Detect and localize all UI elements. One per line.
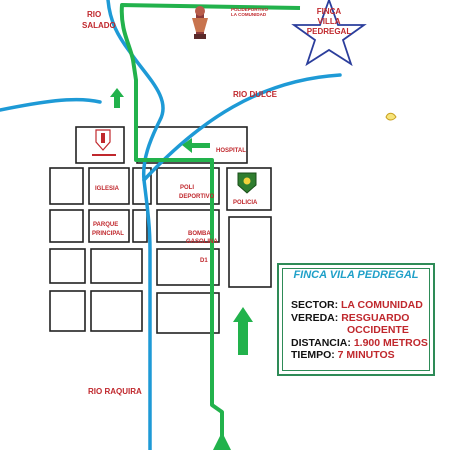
route-arrows xyxy=(110,88,253,450)
finca-label-1: FINCA xyxy=(317,7,342,16)
polideportivo-block-label-2: DEPORTIVO xyxy=(179,194,215,200)
d1-label: D1 xyxy=(200,258,208,264)
arrow-up-left-icon xyxy=(110,88,124,108)
route-line xyxy=(119,3,301,440)
finca-label-2: VILLA xyxy=(317,17,340,26)
sector-label: SECTOR: xyxy=(291,299,339,311)
block-parque xyxy=(88,209,130,243)
block-narrow-2 xyxy=(132,209,148,243)
block-right-3 xyxy=(228,216,272,288)
bomba-label-2: GASOLINA xyxy=(186,239,218,245)
tiempo-value: 7 MINUTOS xyxy=(337,349,395,361)
block-left-2 xyxy=(49,209,84,243)
distancia-label: DISTANCIA: xyxy=(291,337,351,349)
polideportivo-block-label-1: POLI xyxy=(180,185,194,191)
info-row-tiempo: TIEMPO: 7 MINUTOS xyxy=(291,349,395,361)
parque-label-1: PARQUE xyxy=(93,222,118,228)
arrow-up-right-icon xyxy=(233,307,253,355)
block-d1 xyxy=(156,248,220,286)
parque-label-2: PRINCIPAL xyxy=(92,231,124,237)
finca-label-3: PEDREGAL xyxy=(307,27,352,36)
distancia-value: 1.900 METROS xyxy=(353,337,428,349)
arrow-up-bottom-icon xyxy=(213,432,231,450)
arrow-left-icon xyxy=(182,138,210,153)
vereda-value-2: OCCIDENTE xyxy=(347,324,409,336)
block-left-4 xyxy=(49,290,86,332)
vereda-label: VEREDA: xyxy=(291,312,339,324)
polideportivo-label-1: POLIDEPORTIVO xyxy=(231,7,269,12)
leaf-icon xyxy=(385,112,397,121)
info-box: FINCA VILA PEDREGAL SECTOR: LA COMUNIDAD… xyxy=(277,263,435,376)
info-row-vereda: VEREDA: RESGUARDO xyxy=(291,312,409,324)
police-shield-icon xyxy=(237,172,257,194)
church-statue-icon xyxy=(192,6,208,39)
route xyxy=(119,3,301,440)
hospital-label: HOSPITAL xyxy=(216,148,246,154)
tiempo-label: TIEMPO: xyxy=(291,349,335,361)
polideportivo-label-2: LA COMUNIDAD xyxy=(231,12,267,17)
info-row-distancia: DISTANCIA: 1.900 METROS xyxy=(291,337,428,349)
vereda-value: RESGUARDO xyxy=(341,312,410,324)
rio-dulce-label: RIO DULCE xyxy=(233,90,278,99)
rio-salado-label-1: RIO xyxy=(87,10,101,19)
block-left-1 xyxy=(49,167,84,205)
block-d1-below xyxy=(156,292,220,334)
block-left-3 xyxy=(49,248,86,284)
city-blocks xyxy=(49,126,272,334)
block-iglesia xyxy=(88,167,130,205)
info-box-inner-border xyxy=(282,268,430,371)
policia-label: POLICIA xyxy=(233,200,258,206)
crest-icon xyxy=(92,129,116,156)
sector-value: LA COMUNIDAD xyxy=(340,299,423,311)
block-mid-4 xyxy=(90,290,143,332)
rio-salado-label-2: SALADO xyxy=(82,21,116,30)
block-mid-3 xyxy=(90,248,143,284)
block-bomba xyxy=(156,209,220,243)
map-labels: RIO SALADO POLIDEPORTIVO LA COMUNIDAD FI… xyxy=(82,7,351,396)
iglesia-label: IGLESIA xyxy=(95,186,120,192)
rio-salado-line xyxy=(106,0,165,450)
rio-left-line xyxy=(0,97,102,112)
info-title: FINCA VILA PEDREGAL xyxy=(293,269,419,281)
star-icon xyxy=(291,0,367,67)
info-row-sector: SECTOR: LA COMUNIDAD xyxy=(291,299,423,311)
bomba-label-1: BOMBA xyxy=(188,231,211,237)
block-polideportivo xyxy=(156,167,220,205)
rio-raquira-label: RIO RAQUIRA xyxy=(88,387,142,396)
